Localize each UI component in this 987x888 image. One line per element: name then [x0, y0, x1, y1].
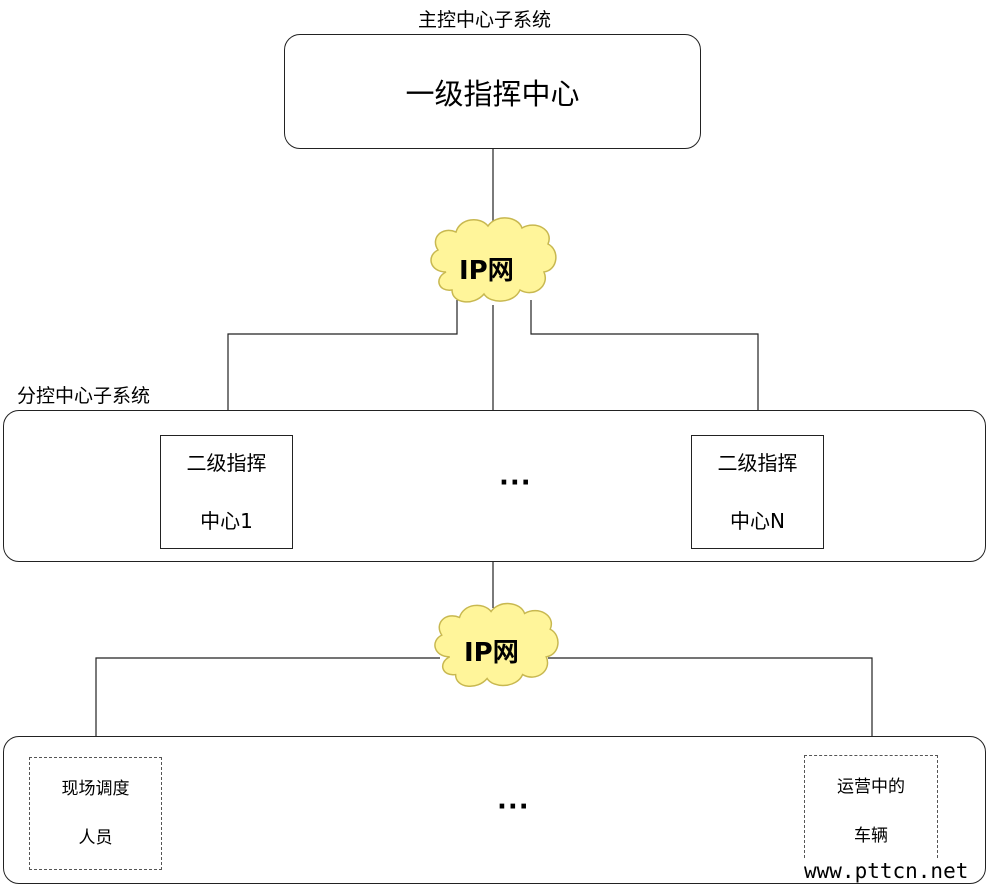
ip-cloud-top [430, 217, 557, 303]
field-staff-line-1: 现场调度 [61, 778, 130, 799]
level1-command-center-label: 一级指挥中心 [405, 76, 580, 111]
field-ellipsis: ··· [497, 792, 530, 822]
center-n-line-2: 中心N [730, 508, 785, 533]
main-system-title: 主控中心子系统 [418, 9, 552, 31]
center-1-line-1: 二级指挥 [186, 450, 267, 475]
vehicle-line-2: 车辆 [854, 825, 888, 846]
ip-cloud-bottom [434, 602, 559, 687]
cloud-shape-top [430, 217, 557, 303]
branch-system-title: 分控中心子系统 [17, 385, 151, 407]
center-n-line-1: 二级指挥 [717, 450, 798, 475]
watermark-text: www.pttcn.net [802, 859, 971, 883]
line-ip-top-to-center-1 [227, 300, 458, 436]
level1-command-center-box: 一级指挥中心 [284, 34, 701, 149]
line-ip-top-to-center-n [530, 300, 759, 436]
level2-command-center-1: 二级指挥 中心1 [160, 435, 293, 549]
line-ip-bottom-to-vehicle [548, 657, 873, 757]
ip-network-bottom-label: IP网 [464, 638, 519, 668]
field-staff-box: 现场调度 人员 [29, 757, 162, 870]
field-staff-line-2: 人员 [78, 827, 113, 848]
center-1-line-2: 中心1 [200, 508, 253, 533]
ip-network-top-label: IP网 [459, 256, 514, 286]
vehicle-line-1: 运营中的 [837, 776, 905, 797]
branch-ellipsis: ··· [499, 468, 532, 498]
cloud-shape-bottom [434, 602, 559, 687]
operating-vehicle-box: 运营中的 车辆 [804, 755, 938, 868]
line-ip-bottom-to-field-staff [95, 657, 440, 757]
level2-command-center-n: 二级指挥 中心N [691, 435, 824, 549]
branch-system-container [3, 410, 986, 562]
